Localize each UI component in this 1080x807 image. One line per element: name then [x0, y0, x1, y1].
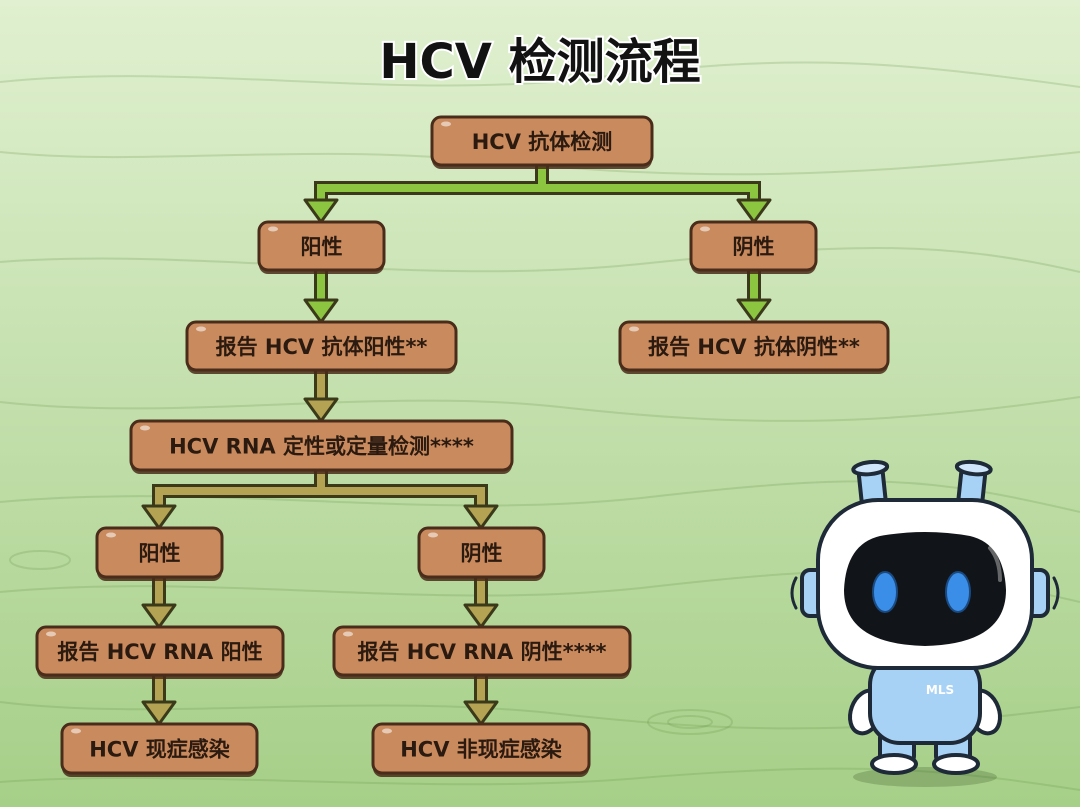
node-rna-positive: 阳性 — [95, 526, 224, 581]
arrow-report-to-rna-test — [303, 370, 339, 423]
robot-foot-left — [870, 753, 918, 775]
arrow-rna-negative-to-report — [463, 577, 499, 629]
robot-foot-right — [932, 753, 980, 775]
node-rna-test: HCV RNA 定性或定量检测**** — [129, 419, 514, 474]
node-report-antibody-positive-label: 报告 HCV 抗体阳性** — [216, 335, 428, 359]
node-report-antibody-negative: 报告 HCV 抗体阴性** — [618, 320, 890, 374]
node-current-infection: HCV 现症感染 — [60, 722, 259, 777]
robot-visor — [844, 532, 1006, 646]
node-rna-positive-label: 阳性 — [139, 542, 181, 566]
node-non-current-infection-label: HCV 非现症感染 — [400, 738, 562, 762]
node-antibody-positive-label: 阳性 — [301, 235, 343, 259]
arrow-report-positive-to-current-infection — [141, 675, 177, 726]
arrow-antibody-negative-to-report — [736, 270, 772, 324]
node-rna-negative-label: 阴性 — [461, 542, 503, 566]
node-report-rna-negative-label: 报告 HCV RNA 阴性**** — [357, 640, 606, 664]
node-report-rna-positive-label: 报告 HCV RNA 阳性 — [57, 640, 262, 664]
robot-eye-right — [945, 571, 971, 613]
node-antibody-positive: 阳性 — [257, 220, 386, 274]
node-report-rna-negative: 报告 HCV RNA 阴性**** — [332, 625, 632, 679]
arrow-report-negative-to-non-current-infection — [463, 675, 499, 726]
node-non-current-infection: HCV 非现症感染 — [371, 722, 591, 777]
page-title: HCV 检测流程 — [379, 34, 700, 90]
robot-label: MLS — [926, 683, 954, 697]
robot-mascot: MLS — [790, 459, 1060, 787]
node-rna-negative: 阴性 — [417, 526, 546, 581]
node-antibody-test-label: HCV 抗体检测 — [472, 130, 613, 154]
arrow-rna-branch — [141, 470, 499, 530]
node-report-rna-positive: 报告 HCV RNA 阳性 — [35, 625, 285, 679]
node-rna-test-label: HCV RNA 定性或定量检测**** — [169, 435, 474, 459]
arrow-antibody-positive-to-report — [303, 270, 339, 324]
node-current-infection-label: HCV 现症感染 — [89, 738, 230, 762]
node-antibody-test: HCV 抗体检测 — [430, 115, 654, 169]
node-report-antibody-negative-label: 报告 HCV 抗体阴性** — [648, 335, 860, 359]
node-antibody-negative-label: 阴性 — [733, 235, 775, 259]
arrow-rna-positive-to-report — [141, 577, 177, 629]
robot-eye-left — [872, 571, 898, 613]
node-report-antibody-positive: 报告 HCV 抗体阳性** — [185, 320, 458, 374]
node-antibody-negative: 阴性 — [689, 220, 818, 274]
